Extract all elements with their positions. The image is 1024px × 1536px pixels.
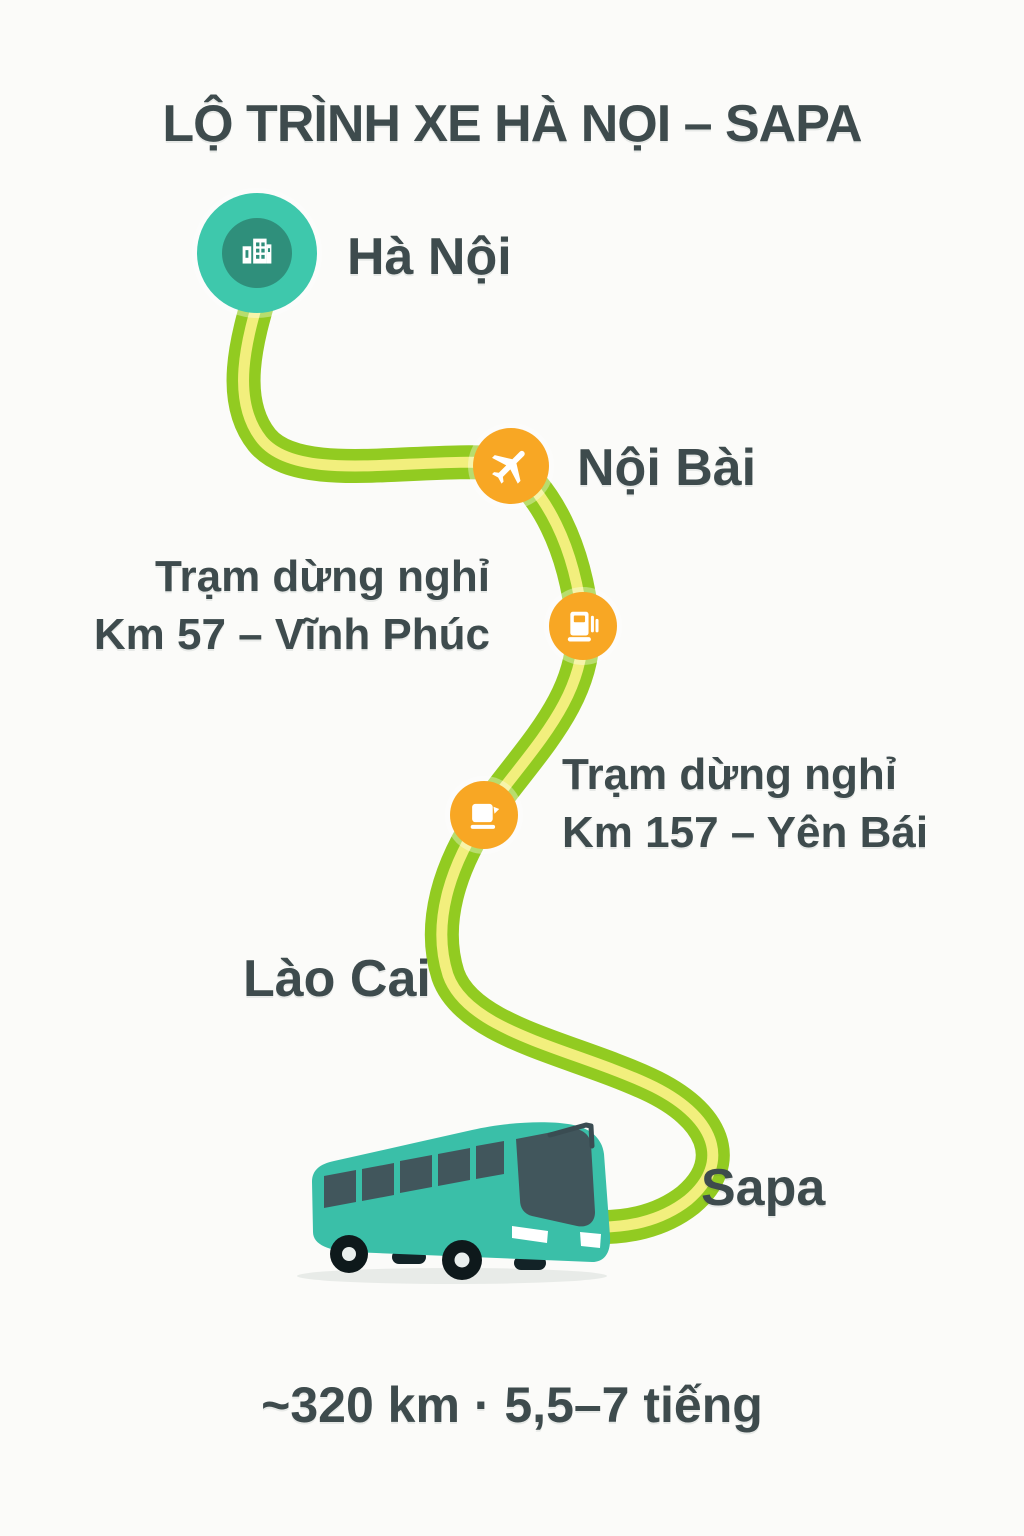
stop-label-km57-line2: Km 57 – Vĩnh Phúc <box>93 610 490 659</box>
stop-label-km57-line1: Trạm dừng nghỉ <box>155 552 490 601</box>
stop-node-hanoi-inner <box>222 218 292 288</box>
airplane-icon <box>492 450 525 484</box>
page-title: LỘ TRÌNH XE HÀ NỌI – SAPA <box>162 95 862 153</box>
bus-illustration <box>297 1122 611 1284</box>
stop-label-km157-line1: Trạm dừng nghỉ <box>562 750 897 799</box>
fuel-pump-icon <box>567 611 599 642</box>
bus-mirror <box>547 1122 595 1149</box>
bus-windshield <box>516 1128 595 1227</box>
stop-label-laocai: Lào Cai <box>243 950 431 1008</box>
stop-label-sapa: Sapa <box>701 1159 826 1217</box>
route-summary: ~320 km · 5,5–7 tiếng <box>261 1377 763 1433</box>
stop-node-km57 <box>549 592 617 660</box>
stop-label-km157: Trạm dừng nghỉ Km 157 – Yên Bái <box>562 746 928 862</box>
stop-node-km157 <box>450 781 518 849</box>
stop-label-km57: Trạm dừng nghỉ Km 57 – Vĩnh Phúc <box>94 548 490 664</box>
city-buildings-icon <box>242 238 272 264</box>
coffee-cup-icon <box>470 803 500 829</box>
stop-label-noibai: Nội Bài <box>577 439 757 497</box>
stop-label-hanoi: Hà Nội <box>347 228 512 286</box>
stop-node-noibai <box>473 428 549 504</box>
stop-node-hanoi <box>197 193 317 313</box>
stop-label-km157-line2: Km 157 – Yên Bái <box>562 808 929 857</box>
